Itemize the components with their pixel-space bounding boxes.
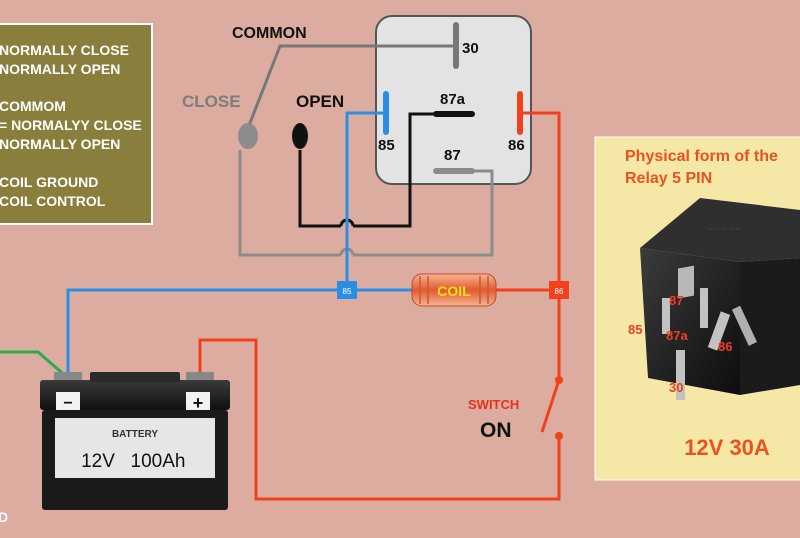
legend-line: NORMALLY OPEN [0,136,120,152]
battery: − + BATTERY 12V 100Ah [40,372,230,510]
battery-negative-terminal [56,392,80,412]
close-contact [238,123,258,149]
relay-photo-print: ~ ~ ~ ~ ~ [708,225,741,234]
node-86 [549,281,569,299]
switch-state: ON [480,419,512,442]
pin-87-label: 87 [444,147,461,164]
panel-title-line1: Physical form of the [625,148,778,165]
red-wire-battery [198,338,561,501]
grey-wire-87-return [353,169,494,257]
legend-line: COIL CONTROL [0,193,106,209]
common-label: COMMON [232,25,307,42]
relay-housing [375,15,532,185]
blue-wire-ground [66,288,347,378]
legend-line: COMMOM [0,98,66,114]
battery-positive-symbol: + [193,393,204,413]
close-label: CLOSE [182,92,241,111]
photo-pin-86: 86 [718,339,732,354]
open-label: OPEN [296,92,344,111]
photo-pin-87: 87 [669,293,683,308]
edge-letter: D [0,509,8,525]
pin-86-label: 86 [508,137,525,154]
black-wire-87a-return [353,112,438,228]
coil-label: COIL [437,283,471,299]
photo-pin-87a: 87a [666,328,688,343]
relay-photo-panel: Physical form of the Relay 5 PIN ~ ~ ~ ~… [594,136,800,481]
panel-title-line2: Relay 5 PIN [625,170,712,187]
grey-wire-87 [238,150,341,257]
common-wire [264,44,456,83]
battery-positive-terminal [186,392,210,412]
pin-30-label: 30 [462,40,479,57]
relay-rating: 12V 30A [684,435,770,460]
pin-85-label: 85 [378,137,395,154]
battery-negative-symbol: − [63,395,72,412]
legend-box: NORMALLY CLOSE NORMALLY OPEN COMMOM = NO… [0,23,153,225]
switch-blade [540,379,561,433]
battery-capacity: 100Ah [131,451,186,472]
pin-87a-label: 87a [440,91,466,108]
legend-line: = NORMALYY CLOSE [0,117,142,133]
switch-label: SWITCH [468,397,519,412]
open-contact [292,123,308,149]
battery-label: BATTERY [112,429,158,440]
black-wire-87a [298,150,341,228]
node-85-label: 85 [343,287,352,296]
legend-line: NORMALLY OPEN [0,61,120,77]
coil: COIL [411,273,497,307]
legend-line: COIL GROUND [0,174,98,190]
blue-wire-85 [345,111,386,290]
switch-pivot [555,376,563,384]
battery-voltage: 12V [81,451,115,472]
relay-switch-arm [246,81,268,129]
photo-pin-85: 85 [628,322,642,337]
battery-label-panel [55,418,215,478]
relay-photo: ~ ~ ~ ~ ~ [640,198,800,400]
node-85 [337,281,357,299]
legend-line: NORMALLY CLOSE [0,42,129,58]
photo-pin-30: 30 [669,380,683,395]
green-wire [0,350,69,380]
node-86-label: 86 [555,287,564,296]
